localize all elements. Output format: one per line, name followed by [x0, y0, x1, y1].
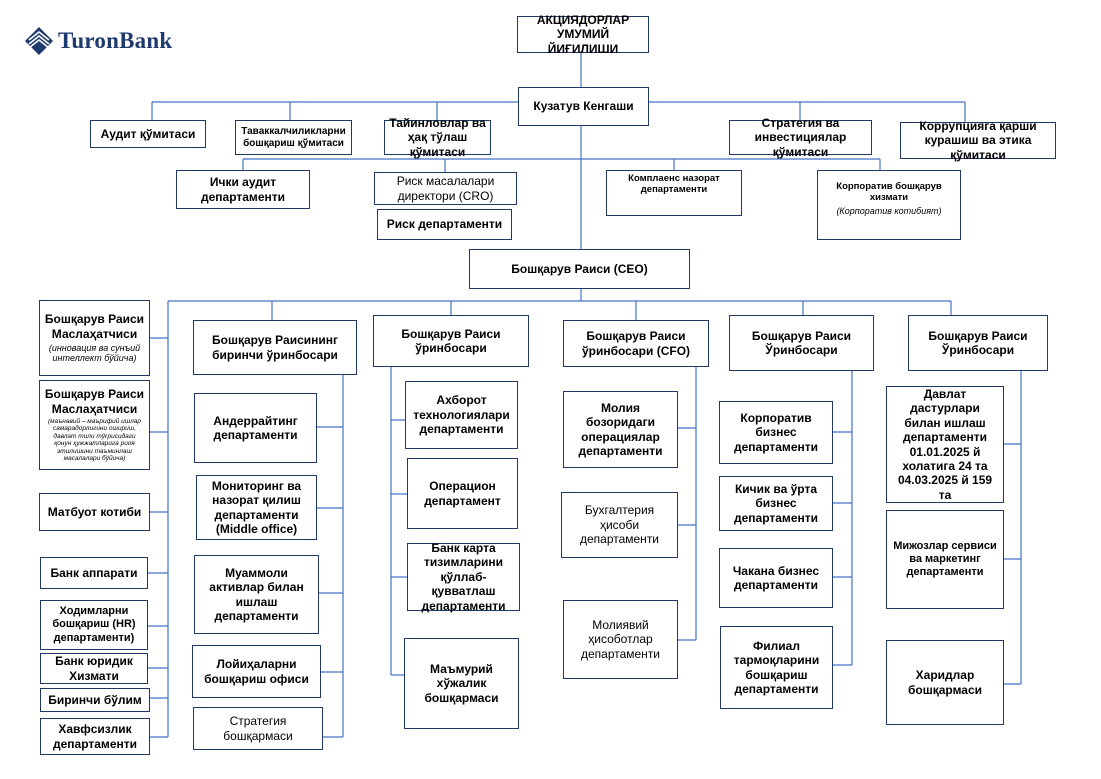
legal-service-box: Банк юридик Хизмати	[40, 653, 148, 684]
bank-apparatus-box: Банк аппарати	[40, 557, 148, 589]
first-department-box: Биринчи бўлим	[40, 688, 150, 712]
internal-audit-box: Ички аудит департаменти	[176, 170, 310, 209]
monitoring-dept-box: Мониторинг ва назорат қилиш департаменти…	[196, 475, 317, 540]
state-programs-dept-box: Давлат дастурлари билан ишлаш департамен…	[886, 386, 1004, 503]
compliance-box: Комплаенс назорат департаменти	[606, 170, 742, 216]
project-office-box: Лойиҳаларни бошқариш офиси	[192, 645, 321, 698]
corporate-governance-sub: (Корпоратив котибият)	[836, 205, 942, 216]
logo-text: TuronBank	[58, 28, 173, 53]
risk-management-committee-box: Таваккалчиликларни бошқариш қўмитаси	[235, 120, 352, 155]
problem-assets-dept-box: Муаммоли активлар билан ишлаш департамен…	[194, 555, 319, 634]
it-dept-box: Ахборот технологиялари департаменти	[405, 381, 518, 449]
corporate-governance-title: Корпоратив бошқарув хизмати	[836, 181, 942, 204]
advisor-spiritual-sub: (маънавий – маърифий ишлар самарадорлиги…	[47, 417, 142, 463]
corporate-business-dept-box: Корпоратив бизнес департаменти	[719, 401, 833, 464]
audit-committee-box: Аудит қўмитаси	[90, 120, 206, 148]
shareholders-meeting-box: АКЦИЯДОРЛАР УМУМИЙ ЙИҒИЛИШИ	[517, 13, 649, 56]
procurement-dept-box: Харидлар бошқармаси	[886, 640, 1004, 725]
card-systems-dept-box: Банк карта тизимларини қўллаб-қувватлаш …	[407, 541, 520, 613]
advisor-spiritual-box: Бошқарув Раиси Маслаҳатчиси (маънавий – …	[39, 380, 150, 470]
deputy-chairman-2-box: Бошқарув Раиси ўринбосари	[373, 315, 529, 367]
appointments-committee-box: Тайинловлар ва ҳақ тўлаш қўмитаси	[384, 116, 491, 159]
turonbank-diamond-icon	[25, 27, 53, 55]
operations-dept-box: Операцион департамент	[407, 458, 518, 529]
advisor-innovation-title: Бошқарув Раиси Маслаҳатчиси	[44, 312, 145, 341]
deputy-chairman-4-box: Бошқарув Раиси Ўринбосари	[729, 315, 874, 371]
financial-reporting-dept-box: Молиявий ҳисоботлар департаменти	[563, 600, 678, 679]
advisor-spiritual-title: Бошқарув Раиси Маслаҳатчиси	[44, 387, 145, 416]
advisor-innovation-sub: (инновация ва сунъий интеллект бўйича)	[48, 343, 141, 364]
client-service-marketing-dept-box: Мижозлар сервиси ва маркетинг департамен…	[886, 510, 1004, 609]
cro-box: Риск масалалари директори (CRO)	[374, 172, 517, 205]
corporate-governance-box: Корпоратив бошқарув хизмати (Корпоратив …	[817, 170, 961, 240]
supervisory-board-box: Кузатув Кенгаши	[518, 87, 649, 126]
advisor-innovation-box: Бошқарув Раиси Маслаҳатчиси (инновация в…	[39, 300, 150, 376]
branch-network-dept-box: Филиал тармоқларини бошқариш департамент…	[720, 626, 833, 709]
turonbank-logo: TuronBank	[24, 26, 172, 56]
strategy-committee-box: Стратегия ва инвестициялар қўмитаси	[729, 116, 872, 159]
retail-business-dept-box: Чакана бизнес департаменти	[719, 548, 833, 608]
first-deputy-box: Бошқарув Раисининг биринчи ўринбосари	[193, 320, 357, 375]
hr-department-box: Ходимларни бошқариш (HR) департаменти)	[40, 600, 148, 650]
anticorruption-committee-box: Коррупцияга қарши курашиш ва этика қўмит…	[900, 119, 1056, 162]
security-department-box: Хавфсизлик департаменти	[40, 718, 150, 755]
accounting-dept-box: Бухгалтерия ҳисоби департаменти	[561, 492, 678, 558]
risk-department-box: Риск департаменти	[377, 209, 512, 240]
financial-markets-dept-box: Молия бозоридаги операциялар департамент…	[563, 391, 678, 468]
deputy-cfo-box: Бошқарув Раиси ўринбосари (CFO)	[563, 320, 709, 367]
deputy-chairman-5-box: Бошқарув Раиси Ўринбосари	[908, 315, 1048, 371]
press-secretary-box: Матбуот котиби	[39, 493, 150, 531]
ceo-box: Бошқарув Раиси (CEO)	[469, 249, 690, 289]
admin-economic-dept-box: Маъмурий хўжалик бошқармаси	[404, 638, 519, 729]
underwriting-dept-box: Андеррайтинг департаменти	[194, 393, 317, 463]
strategy-office-box: Стратегия бошқармаси	[193, 707, 323, 750]
sme-dept-box: Кичик ва ўрта бизнес департаменти	[719, 476, 833, 531]
